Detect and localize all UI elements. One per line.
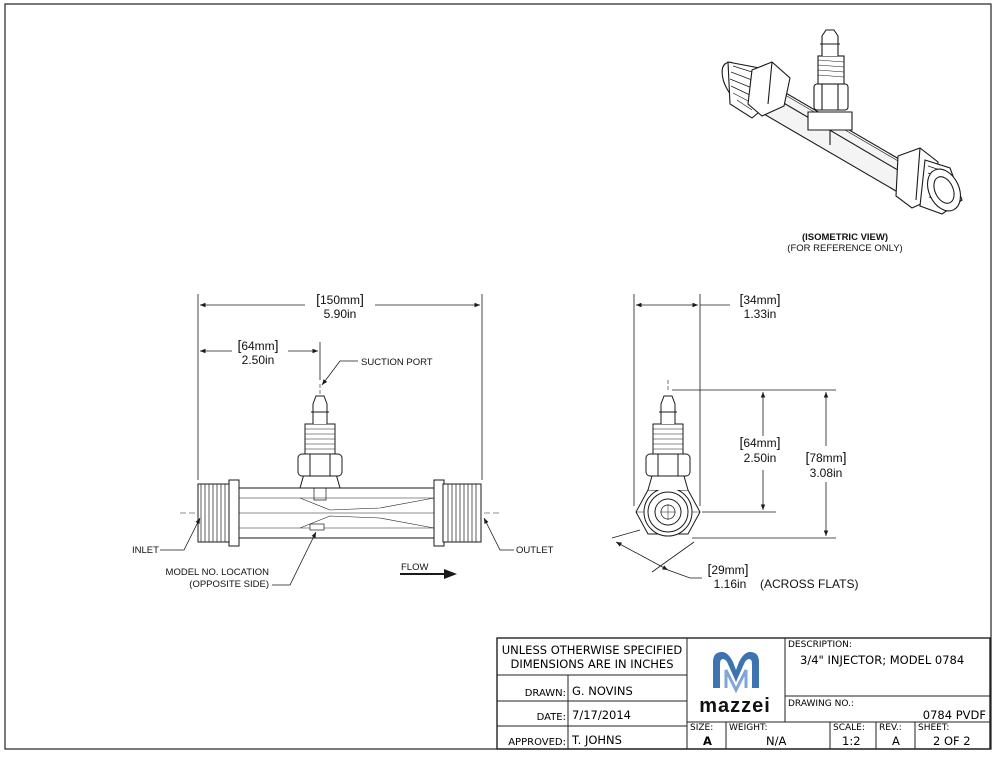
date-label: DATE: <box>536 712 566 723</box>
svg-text:[78mm]: [78mm] <box>805 449 846 465</box>
front-view <box>180 384 500 547</box>
size-label: SIZE: <box>690 723 714 733</box>
front-suction-port <box>297 395 343 501</box>
flow-label: FLOW <box>401 562 428 573</box>
rev-value: A <box>892 734 900 748</box>
dim-across-flats-in: 1.16in <box>714 577 747 591</box>
side-dimensions <box>611 294 836 579</box>
weight-label: WEIGHT: <box>729 723 768 733</box>
dim-width-mm: 34mm <box>743 293 776 307</box>
drawing-no-label: DRAWING NO.: <box>788 699 854 709</box>
unless-line-1: UNLESS OTHERWISE SPECIFIED <box>501 643 683 657</box>
iso-left-thread <box>721 61 791 119</box>
front-dimensions <box>160 294 514 586</box>
front-dimension-text: [150mm] 5.90in [64mm] 2.50in SUCTION POR… <box>132 291 554 590</box>
date-value: 7/17/2014 <box>572 708 631 722</box>
flow-arrow <box>400 569 457 579</box>
model-no-sublabel: (OPPOSITE SIDE) <box>189 579 269 590</box>
scale-value: 1:2 <box>842 734 861 748</box>
mazzei-logo: mazzei <box>699 652 771 717</box>
weight-value: N/A <box>766 734 787 748</box>
svg-text:[150mm]: [150mm] <box>316 291 364 307</box>
drawn-value: G. NOVINS <box>572 684 633 698</box>
svg-text:[64mm]: [64mm] <box>237 337 278 353</box>
size-value: A <box>703 734 712 748</box>
dim-port-height-in: 2.50in <box>744 451 777 465</box>
dim-overall-mm: 150mm <box>320 293 360 307</box>
sheet-label: SHEET: <box>918 723 950 733</box>
drawing-no-value: 0784 PVDF <box>922 708 986 722</box>
drawn-label: DRAWN: <box>524 688 566 699</box>
dim-across-flats-mm: 29mm <box>711 563 744 577</box>
outlet-label: OUTLET <box>516 545 554 556</box>
unless-line-2: DIMENSIONS ARE IN INCHES <box>510 657 674 671</box>
scale-label: SCALE: <box>833 723 865 733</box>
dim-overall-height-mm: 78mm <box>809 451 842 465</box>
description-label: DESCRIPTION: <box>788 640 852 650</box>
front-right-thread <box>433 479 482 547</box>
iso-title: (ISOMETRIC VIEW) <box>802 232 888 243</box>
dim-across-flats-note: (ACROSS FLATS) <box>760 577 858 591</box>
dim-overall-height-in: 3.08in <box>810 466 843 480</box>
svg-text:[34mm]: [34mm] <box>739 291 780 307</box>
dim-overall-in: 5.90in <box>324 307 357 321</box>
front-left-thread <box>197 479 240 547</box>
approved-value: T. JOHNS <box>572 733 622 747</box>
iso-right-thread <box>895 147 963 215</box>
suction-port-label: SUCTION PORT <box>361 357 433 368</box>
title-block-grid <box>496 637 991 750</box>
dim-150mm-open: [ <box>316 291 320 307</box>
iso-note: (FOR REFERENCE ONLY) <box>787 243 902 254</box>
model-no-label: MODEL NO. LOCATION <box>166 567 270 578</box>
unless-note: UNLESS OTHERWISE SPECIFIED DIMENSIONS AR… <box>498 643 686 671</box>
logo-wordmark: mazzei <box>699 695 771 717</box>
sheet-value: 2 OF 2 <box>933 734 971 748</box>
svg-text:[29mm]: [29mm] <box>707 561 748 577</box>
side-view <box>635 380 701 537</box>
approved-label: APPROVED: <box>508 737 566 748</box>
dim-port-offset-in: 2.50in <box>242 353 275 367</box>
side-dimension-text: [34mm] 1.33in [64mm] 2.50in [78mm] 3.08i… <box>707 291 858 591</box>
svg-text:[64mm]: [64mm] <box>739 434 780 450</box>
dim-width-in: 1.33in <box>744 307 777 321</box>
dim-port-height-mm: 64mm <box>743 436 776 450</box>
rev-label: REV.: <box>879 723 902 733</box>
iso-suction-port <box>807 29 853 145</box>
inlet-label: INLET <box>132 545 159 556</box>
dim-port-offset-mm: 64mm <box>241 339 274 353</box>
isometric-view <box>721 29 963 215</box>
description-value: 3/4" INJECTOR; MODEL 0784 <box>800 653 965 667</box>
